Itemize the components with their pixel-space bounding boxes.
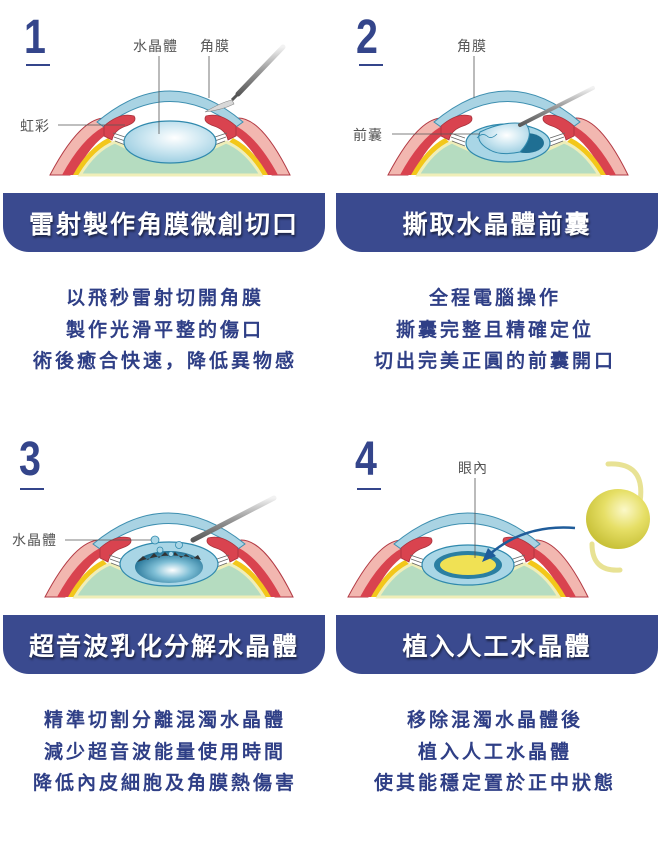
label-intraocular: 眼內 — [458, 461, 488, 477]
step-3-panel: 3 水晶體 超音波乳化分解水晶體 精準切割分離混濁水晶體 減少超音波能量使用時間… — [0, 422, 330, 842]
description-line: 降低內皮細胞及角膜熱傷害 — [32, 772, 297, 794]
description-line: 減少超音波能量使用時間 — [43, 740, 286, 763]
step-underline — [26, 64, 50, 66]
step-1-panel: 1 水晶體 角膜 虹彩 雷射製作角膜微創切口 以飛秒雷射切開角 — [0, 0, 330, 420]
description-line: 術後癒合快速，降低異物感 — [32, 350, 297, 372]
label-cornea: 角膜 — [200, 39, 230, 55]
description-line: 切出完美正圓的前囊開口 — [373, 350, 616, 372]
eye-phacoemulsification-illustration — [44, 495, 294, 599]
step-description: 以飛秒雷射切開角膜 製作光滑平整的傷口 術後癒合快速，降低異物感 — [0, 283, 330, 378]
label-lens: 水晶體 — [133, 39, 178, 55]
step-4-panel: 4 眼內 植入人工水晶體 移除混濁水晶體後 植入人工水晶體 使其能穩定置於正中狀… — [330, 422, 660, 842]
step-number: 2 — [356, 11, 378, 64]
eye-capsulotomy-illustration — [387, 56, 629, 177]
description-line: 以飛秒雷射切開角膜 — [65, 287, 264, 309]
step-title-banner: 雷射製作角膜微創切口 — [3, 193, 325, 252]
label-cornea: 角膜 — [457, 39, 487, 55]
step-underline — [20, 488, 44, 490]
step-title-banner: 植入人工水晶體 — [336, 615, 658, 674]
step-description: 全程電腦操作 撕囊完整且精確定位 切出完美正圓的前囊開口 — [330, 283, 660, 378]
description-line: 製作光滑平整的傷口 — [65, 318, 264, 341]
step-title-banner: 撕取水晶體前囊 — [336, 193, 658, 252]
eye-laser-incision-illustration — [49, 44, 291, 177]
description-line: 撕囊完整且精確定位 — [395, 318, 594, 341]
label-iris: 虹彩 — [20, 119, 50, 135]
step-number: 4 — [355, 433, 377, 486]
step-description: 移除混濁水晶體後 植入人工水晶體 使其能穩定置於正中狀態 — [330, 705, 660, 800]
step-number: 1 — [24, 11, 46, 64]
description-line: 精準切割分離混濁水晶體 — [43, 709, 286, 731]
step-underline — [357, 488, 381, 490]
step-underline — [359, 64, 383, 66]
description-line: 全程電腦操作 — [428, 287, 561, 309]
description-line: 使其能穩定置於正中狀態 — [373, 772, 616, 794]
description-line: 移除混濁水晶體後 — [406, 709, 583, 731]
step-2-panel: 2 角膜 前囊 撕取水晶體前囊 全程電腦操作 撕囊完整且精確定位 切出完美正圓的… — [330, 0, 660, 420]
step-number: 3 — [19, 433, 41, 486]
step-title-banner: 超音波乳化分解水晶體 — [3, 615, 325, 674]
step-description: 精準切割分離混濁水晶體 減少超音波能量使用時間 降低內皮細胞及角膜熱傷害 — [0, 705, 330, 800]
label-anterior-capsule: 前囊 — [353, 128, 383, 144]
label-lens: 水晶體 — [12, 533, 57, 549]
eye-iol-implant-illustration — [347, 461, 650, 599]
description-line: 植入人工水晶體 — [417, 740, 572, 763]
